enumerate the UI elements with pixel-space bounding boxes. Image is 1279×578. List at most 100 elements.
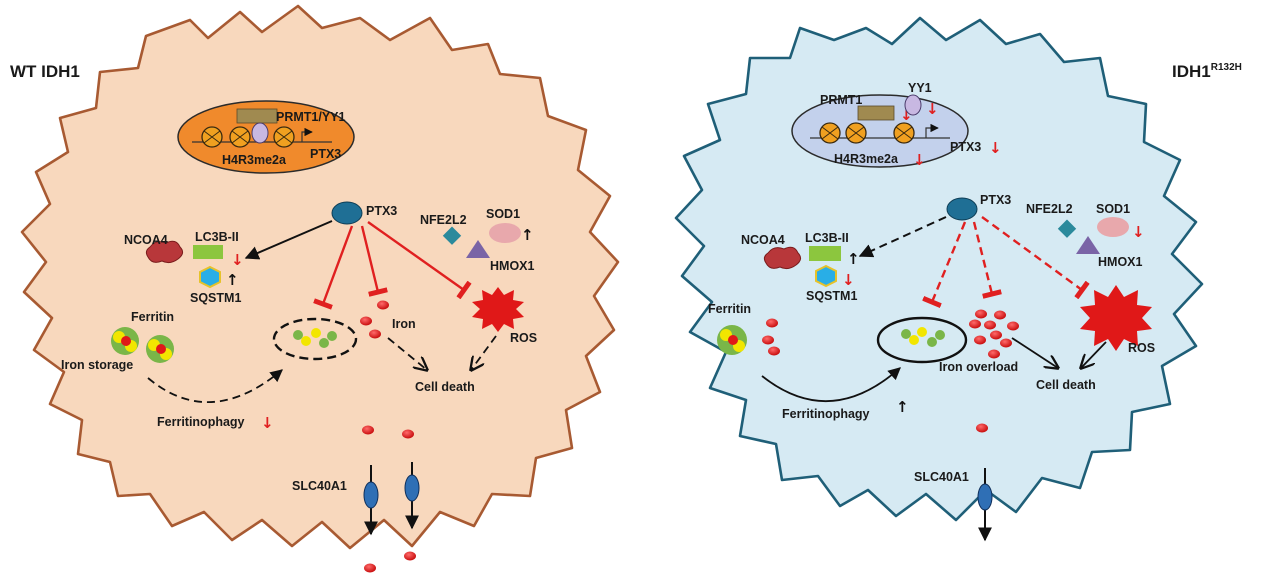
right-lc3b-icon [809,246,841,261]
right-sqstm1-label: SQSTM1 [806,289,857,303]
right-yy1-down-arrow: ↓ [926,100,939,118]
right-yy1-icon [904,94,922,116]
right-ptx3-icon [946,197,978,221]
left-slc40a1-label: SLC40A1 [292,479,347,493]
right-cell: IDH1R132H PRMT1 ↓ YY1 ↓ H4R3me2a ↓ PTX3 … [674,16,1242,542]
right-nucleus-gene: PTX3 [950,140,981,154]
right-ros-icon [1080,285,1152,351]
left-sod1-label: SOD1 [486,207,520,221]
right-nfe2l2-label: NFE2L2 [1026,202,1073,216]
left-sod1-up-arrow: ↑ [521,226,534,244]
right-prmt1-label: PRMT1 [820,93,862,107]
left-autophagosome [272,317,358,361]
right-sqstm1-down-arrow: ↓ [842,271,855,289]
right-sod1-icon [1097,217,1129,237]
right-sqstm1-icon [815,264,837,288]
left-sqstm1-icon [199,265,221,289]
right-cell-membrane [674,16,1204,522]
left-lc3b-icon [193,245,223,259]
left-lc3b-label: LC3B-II [195,230,239,244]
left-iron-dots [360,300,416,573]
right-yy1-label: YY1 [908,81,932,95]
right-ros-to-death-arrow [1081,341,1107,368]
right-nucleus: PRMT1 ↓ YY1 ↓ H4R3me2a ↓ PTX3 ↓ [791,81,1002,169]
right-lc3b-label: LC3B-II [805,231,849,245]
yy1-icon [251,122,269,144]
left-nfe2l2-label: NFE2L2 [420,213,467,227]
right-nucleus-mark: H4R3me2a [834,152,899,166]
right-iron-dots [762,309,1019,433]
left-ptx3-icon [331,201,363,225]
right-ferritin-cargo-icon [901,327,945,347]
left-iron-storage-label: Iron storage [61,358,133,372]
right-title-sup: R132H [1211,62,1242,73]
left-ptx3-label: PTX3 [366,204,397,218]
right-ferritinophagy-up-arrow: ↑ [896,398,909,416]
left-cell-death-label: Cell death [415,380,475,394]
right-mark-down-arrow: ↓ [913,151,926,169]
right-ptx3-inhibit-autophagosome [922,221,967,308]
left-cell: WT IDH1 PRMT1/YY1 H4R3me2a PTX3 PTX3 NCO… [10,4,620,573]
left-ros-icon [472,287,524,332]
nucleosome-icon [201,126,295,148]
right-slc40a1-label: SLC40A1 [914,470,969,484]
right-ferritinophagy-label: Ferritinophagy [782,407,870,421]
left-ncoa4-icon [145,240,184,264]
left-ferritin-label: Ferritin [131,310,174,324]
right-ros-label: ROS [1128,341,1155,355]
left-ferritinophagy-arrow [147,369,283,404]
left-slc40a1-icon [363,462,420,536]
left-ptx3-inhibit-iron [360,225,388,297]
right-hmox1-label: HMOX1 [1098,255,1143,269]
left-ptx3-to-lc3b-arrow [244,220,333,260]
right-ncoa4-label: NCOA4 [741,233,785,247]
left-nucleus-mark: H4R3me2a [222,153,287,167]
left-iron-to-death-arrow [387,337,427,370]
right-ptx3-inhibit-ros [981,216,1090,300]
left-sqstm1-up-arrow: ↑ [226,271,239,289]
left-hmox1-label: HMOX1 [490,259,535,273]
left-ncoa4-label: NCOA4 [124,233,168,247]
right-nucleosome-icon [819,122,915,144]
right-cell-death-label: Cell death [1036,378,1096,392]
left-ferritin-icon [111,327,174,363]
left-sod1-icon [489,223,521,243]
left-ferritin-cargo-icon [293,328,337,348]
right-title: IDH1R132H [1172,62,1242,81]
right-iron-overload-label: Iron overload [939,360,1018,374]
right-ptx3-to-lc3b-arrow [858,216,947,258]
left-nucleus: PRMT1/YY1 H4R3me2a PTX3 [177,100,355,174]
left-ros-to-death-arrow [471,335,497,370]
right-gene-down-arrow: ↓ [989,139,1002,157]
right-title-main: IDH1 [1172,62,1211,81]
right-ptx3-label: PTX3 [980,193,1011,207]
prmt1-box [857,105,895,121]
right-ferritin-icon [717,325,747,355]
right-ncoa4-icon [763,246,802,270]
right-lc3b-up-arrow: ↑ [847,250,860,268]
left-nucleus-complex: PRMT1/YY1 [276,110,346,124]
left-cell-membrane [20,4,620,550]
right-sod1-down-arrow: ↓ [1132,223,1145,241]
left-ptx3-inhibit-ros [367,221,472,300]
right-slc40a1-icon [977,468,993,542]
right-nfe2l2-icon [1057,219,1077,238]
right-iron-to-death-arrow [1011,337,1058,368]
left-hmox1-icon [466,240,490,258]
left-ferritinophagy-down-arrow: ↓ [261,414,274,432]
right-ferritin-label: Ferritin [708,302,751,316]
left-ferritinophagy-label: Ferritinophagy [157,415,245,429]
left-ros-label: ROS [510,331,537,345]
left-title: WT IDH1 [10,62,80,81]
left-nucleus-gene: PTX3 [310,147,341,161]
left-iron-label: Iron [392,317,416,331]
right-autophagosome [876,316,968,364]
left-sqstm1-label: SQSTM1 [190,291,241,305]
left-nfe2l2-icon [442,226,462,245]
left-lc3b-down-arrow: ↓ [231,251,244,269]
right-ferritinophagy-arrow [761,367,901,403]
prmt1-yy1-box [236,108,278,124]
right-hmox1-icon [1076,236,1100,254]
left-ptx3-inhibit-autophagosome [313,225,354,310]
